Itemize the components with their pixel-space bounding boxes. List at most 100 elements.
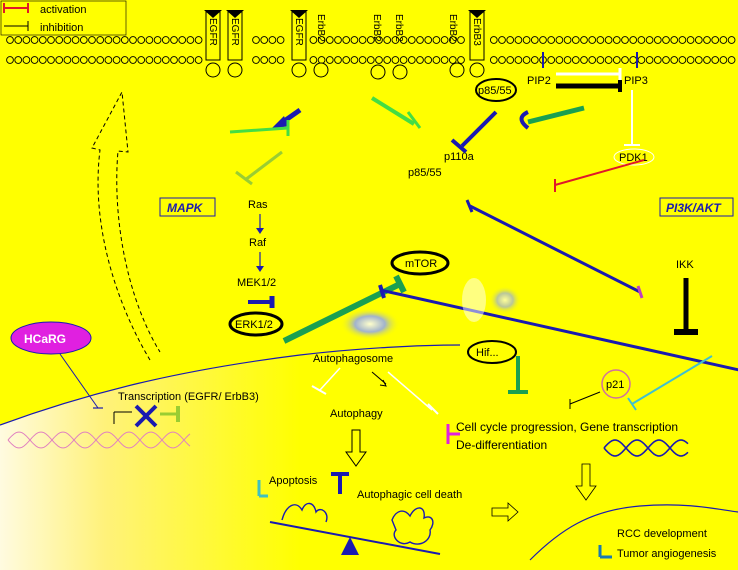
lipid-head [309,56,318,64]
lipid-head [38,56,47,64]
lipid-head [276,36,285,44]
lipid-head [555,36,564,44]
receptor-label: ErbB2 [315,14,326,42]
lipid-head [375,56,383,64]
p21-circle [601,369,631,399]
lipid-head [178,56,187,64]
lipid-head [612,56,621,64]
receptor-egfr-1: EGFR [204,10,222,78]
autophagic-death-label: Autophagic cell death [357,489,462,501]
cell-cycle-label: Cell cycle progression, Gene transcripti… [456,420,678,434]
receptor-erbb3: ErbB3 [468,10,486,78]
receptor-egfr-2: EGFR [226,10,244,78]
lipid-head [120,36,129,44]
lipid-head [112,36,121,44]
lipid-head [457,36,465,44]
lipid-head [325,56,334,64]
lipid-head [416,36,424,44]
lipid-head [662,56,670,64]
balance-scale [269,502,441,555]
lipid-head [375,36,383,44]
lipid-head [325,36,334,44]
lipid-head [440,36,449,44]
lipid-head [6,56,14,64]
lipid-head [727,56,736,64]
lipid-head [637,36,646,44]
rcc-cell-outline [529,504,738,561]
lipid-head [645,56,654,64]
lipid-head [612,36,621,44]
lipid-head [711,36,720,44]
lipid-head [727,36,736,44]
lipid-head [621,36,629,44]
pip2-label: PIP2 [527,75,551,87]
lipid-head [30,36,39,44]
lipid-head [711,56,720,64]
lipid-head [47,36,55,44]
lipid-head [448,56,457,64]
lipid-head [38,36,47,44]
lipid-head [178,36,187,44]
lipid-head [104,56,113,64]
receptor-label: ErbB2 [447,14,458,42]
lipid-head [547,56,556,64]
lipid-head [383,36,392,44]
lipid-head [186,36,195,44]
autophagosome-label: Autophagosome [313,353,393,365]
lipid-head [391,36,400,44]
lipid-head [588,36,597,44]
dna-helix-right [603,439,689,457]
receptor-label: EGFR [293,18,304,46]
lipid-head [539,36,547,44]
lipid-head [88,56,96,64]
lipid-head [96,56,105,64]
lipid-head [686,36,695,44]
lipid-head [522,36,531,44]
dna-strand [7,431,191,449]
receptor-label: ErbB2 [371,14,382,42]
lipid-head [71,56,80,64]
lipid-head [637,56,646,64]
nucleus-fill [0,355,300,570]
lipid-head [514,36,523,44]
hcarg-oval [10,321,92,355]
p85-top-label: p85/55 [478,85,512,97]
lipid-head [268,36,277,44]
lipid-head [645,36,654,44]
lipid-head [161,56,170,64]
legend-activation: activation [40,4,86,16]
lipid-head [276,56,285,64]
lipid-head [424,36,433,44]
lipid-head [621,56,629,64]
lipid-head [22,56,31,64]
lipid-head [670,36,679,44]
lipid-head [489,56,498,64]
mtor-label: mTOR [405,258,437,270]
lipid-head [457,56,465,64]
lipid-head [555,56,564,64]
lipid-head [30,56,39,64]
lipid-head [145,56,154,64]
mtor-oval [390,250,450,276]
lipid-head [14,56,23,64]
lipid-head [342,36,351,44]
hif-label: Hif... [476,347,499,359]
lipid-head [653,56,662,64]
lipid-head [342,56,351,64]
lipid-head [670,56,679,64]
lipid-head [703,36,711,44]
receptor-label: ErbB3 [471,18,482,46]
mapk-label: MAPK [167,201,204,215]
lipid-head [653,36,662,44]
apoptosis-label: Apoptosis [269,475,318,487]
lipid-head [407,56,416,64]
lipid-head [629,36,638,44]
receptor-label: EGFR [229,18,240,46]
lipid-head [145,36,154,44]
lipid-head [719,56,728,64]
lipid-head [424,56,433,64]
lipid-head [194,36,203,44]
lipid-head [161,36,170,44]
lipid-head [522,56,531,64]
lipid-head [498,36,506,44]
